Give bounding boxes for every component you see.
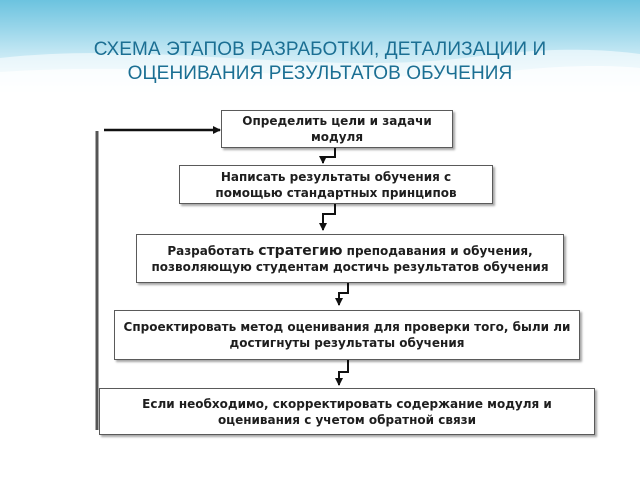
step-3-develop-strategy: Разработать стратегию преподавания и обу…: [136, 234, 564, 283]
step-5-line-1: Если необходимо, скорректировать содержа…: [142, 396, 552, 411]
step-4-line-1: Спроектировать метод оценивания для пров…: [123, 320, 571, 334]
step-2-write-outcomes: Написать результаты обучения с помощью с…: [179, 165, 493, 204]
title-line-2: ОЦЕНИВАНИЯ РЕЗУЛЬТАТОВ ОБУЧЕНИЯ: [127, 63, 513, 84]
step-4-line-2: достигнуты результаты обучения: [229, 336, 465, 350]
connector-1-2: [319, 147, 336, 164]
step-3-line-1-pre: Разработать: [167, 243, 259, 258]
step-1-line-2: модуля: [310, 130, 364, 144]
step-1-define-goals: Определить цели и задачи модуля: [221, 110, 453, 148]
step-2-line-2: помощью стандартных принципов: [215, 185, 457, 200]
banner-wave-decoration: [0, 49, 640, 96]
step-5-line-2: оценивания с учетом обратной связи: [217, 412, 477, 427]
step-2-line-1: Написать результаты обучения с: [220, 169, 452, 184]
connector-3-4: [335, 283, 349, 306]
diagram-title: СХЕМА ЭТАПОВ РАЗРАБОТКИ, ДЕТАЛИЗАЦИИ И О…: [0, 38, 640, 86]
step-4-design-assessment: Спроектировать метод оценивания для пров…: [114, 310, 580, 360]
connector-2-3: [319, 204, 336, 231]
step-3-line-1-emphasis: стратегию: [258, 242, 343, 259]
connector-4-5: [335, 360, 349, 386]
header-banner: [0, 0, 640, 96]
title-line-1: СХЕМА ЭТАПОВ РАЗРАБОТКИ, ДЕТАЛИЗАЦИИ И: [93, 39, 547, 60]
step-5-adjust-content: Если необходимо, скорректировать содержа…: [99, 388, 595, 435]
step-3-line-2: позволяющую студентам достичь результато…: [151, 259, 549, 274]
step-3-line-1-post: преподавания и обучения,: [342, 243, 533, 258]
step-3-line-1: Разработать стратегию преподавания и обу…: [151, 243, 548, 259]
step-1-line-1: Определить цели и задачи: [242, 114, 432, 128]
